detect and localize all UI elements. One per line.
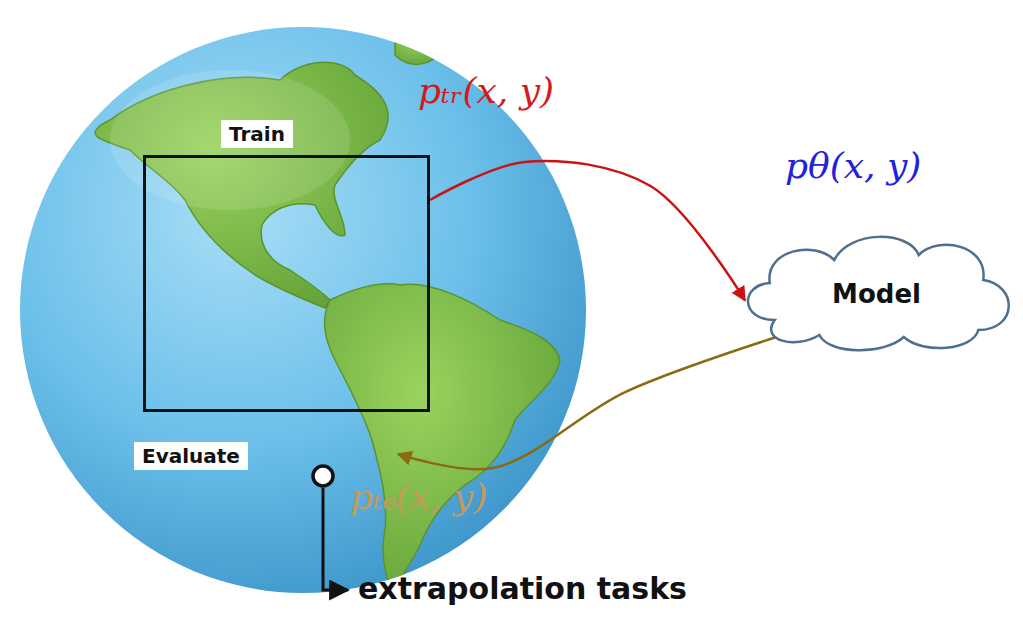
- flow-arrow: [398, 337, 777, 469]
- point-marker: [313, 466, 333, 486]
- globe-ocean: [20, 27, 586, 593]
- train-region-box: Train: [143, 155, 430, 412]
- leader-line: [323, 488, 348, 590]
- model-label: Model: [832, 279, 921, 309]
- distribution-label: pₜₑ(x, y): [350, 476, 487, 517]
- distribution-label: pₜᵣ(x, y): [418, 70, 554, 111]
- flow-arrow: [430, 161, 745, 300]
- globe-highlight: [110, 70, 350, 210]
- africa-edge: [559, 140, 586, 205]
- evaluate-label: Evaluate: [134, 442, 248, 470]
- model-cloud: pθ(x, y)Model: [735, 225, 1018, 355]
- north-america: [95, 62, 388, 308]
- region-label: Train: [221, 120, 293, 148]
- greenland: [395, 27, 445, 65]
- south-america: [325, 284, 560, 592]
- cloud-shape: [748, 237, 1009, 350]
- model-distribution: pθ(x, y): [785, 145, 921, 186]
- annotation-label: extrapolation tasks: [358, 571, 687, 606]
